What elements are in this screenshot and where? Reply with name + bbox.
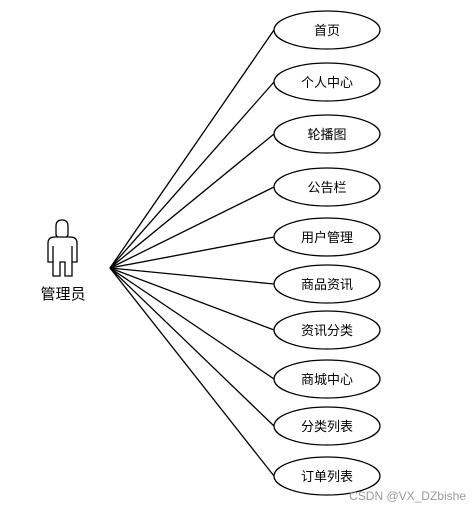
use-case-ellipse bbox=[273, 217, 381, 257]
use-case: 公告栏 bbox=[273, 167, 381, 207]
use-case-ellipse bbox=[273, 167, 381, 207]
association-line bbox=[109, 267, 275, 427]
association-line bbox=[109, 236, 275, 269]
actor-icon bbox=[47, 219, 78, 277]
use-case-ellipse bbox=[273, 456, 381, 496]
use-case-label: 轮播图 bbox=[307, 128, 346, 143]
use-case: 商品资讯 bbox=[273, 264, 381, 304]
use-case-label: 首页 bbox=[314, 24, 340, 39]
use-case-ellipse bbox=[273, 310, 381, 350]
association-line bbox=[109, 267, 275, 285]
use-case-ellipse bbox=[273, 114, 381, 154]
use-case-label: 个人中心 bbox=[301, 76, 353, 91]
association-line bbox=[109, 133, 275, 269]
association-lines bbox=[109, 29, 275, 477]
use-case: 首页 bbox=[273, 10, 381, 50]
use-case-ellipse bbox=[273, 264, 381, 304]
association-line bbox=[109, 186, 275, 269]
watermark: CSDN @VX_DZbishe bbox=[349, 489, 466, 503]
use-case-label: 商城中心 bbox=[301, 373, 353, 388]
use-case: 商城中心 bbox=[273, 359, 381, 399]
use-case-label: 分类列表 bbox=[301, 420, 353, 435]
use-case-ellipse bbox=[273, 62, 381, 102]
association-line bbox=[109, 267, 275, 477]
use-case-ellipse bbox=[273, 406, 381, 446]
actor-label: 管理员 bbox=[40, 285, 85, 303]
use-case: 个人中心 bbox=[273, 62, 381, 102]
use-case-label: 用户管理 bbox=[301, 230, 353, 246]
use-case-ellipse bbox=[273, 10, 381, 50]
use-case-ellipse bbox=[273, 359, 381, 399]
association-line bbox=[109, 29, 275, 269]
use-case: 用户管理 bbox=[273, 217, 381, 257]
use-case-label: 订单列表 bbox=[301, 470, 353, 485]
use-case: 轮播图 bbox=[273, 114, 381, 154]
use-case-label: 资讯分类 bbox=[301, 324, 353, 339]
use-case: 分类列表 bbox=[273, 406, 381, 446]
use-case-label: 公告栏 bbox=[307, 181, 346, 196]
use-case: 订单列表 bbox=[273, 456, 381, 496]
association-line bbox=[109, 81, 275, 269]
use-case-label: 商品资讯 bbox=[301, 278, 353, 293]
association-line bbox=[109, 267, 275, 331]
use-case: 资讯分类 bbox=[273, 310, 381, 350]
actor: 管理员 bbox=[40, 219, 86, 303]
association-line bbox=[109, 267, 275, 380]
